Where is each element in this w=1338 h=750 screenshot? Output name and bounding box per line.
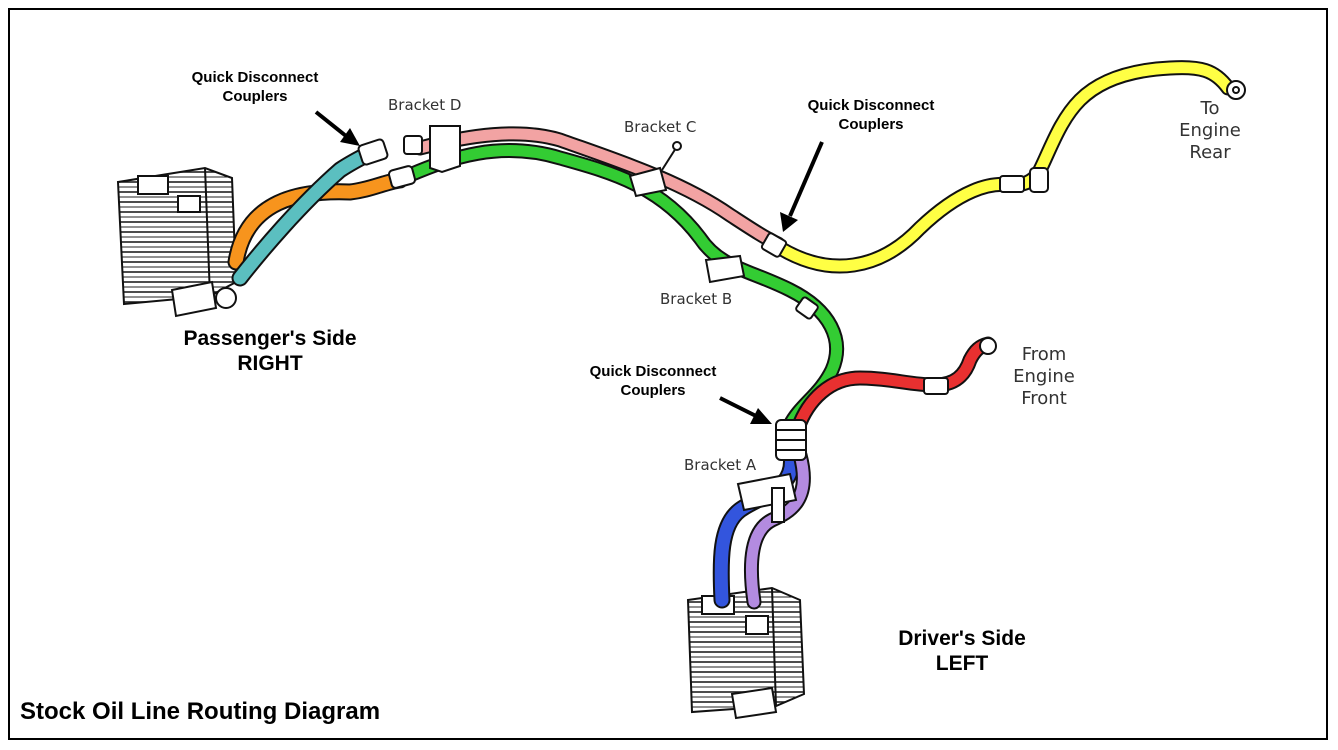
diagram-title: Stock Oil Line Routing Diagram bbox=[20, 698, 381, 725]
passenger-oil-cooler bbox=[116, 166, 238, 318]
quick-disconnect-label-3: Quick Disconnect Couplers bbox=[589, 363, 717, 399]
bracket-c bbox=[628, 166, 668, 198]
pointer-arrows bbox=[314, 110, 824, 424]
bracket-c-label: Bracket C bbox=[624, 118, 697, 136]
passenger-side-label: Passenger's Side RIGHT bbox=[183, 327, 357, 375]
bracket-d bbox=[429, 125, 461, 174]
arrow-2 bbox=[780, 141, 824, 232]
arrow-3 bbox=[719, 396, 772, 424]
quick-disconnect-label-2: Quick Disconnect Couplers bbox=[807, 97, 935, 133]
quick-disconnect-label-1: Quick Disconnect Couplers bbox=[191, 69, 319, 105]
oil-lines bbox=[227, 60, 1236, 610]
arrow-1 bbox=[314, 110, 360, 146]
to-engine-rear-label: To Engine Rear bbox=[1179, 98, 1241, 163]
driver-oil-cooler bbox=[686, 586, 806, 720]
from-engine-front-label: From Engine Front bbox=[1013, 344, 1075, 409]
bracket-a-label: Bracket A bbox=[684, 456, 757, 474]
couplers bbox=[357, 80, 1246, 461]
diagram-frame bbox=[8, 8, 1328, 740]
brackets bbox=[429, 125, 798, 523]
driver-side-label: Driver's Side LEFT bbox=[898, 627, 1026, 675]
bracket-d-label: Bracket D bbox=[388, 96, 462, 114]
bracket-b-label: Bracket B bbox=[660, 290, 733, 308]
bracket-b bbox=[704, 254, 746, 284]
